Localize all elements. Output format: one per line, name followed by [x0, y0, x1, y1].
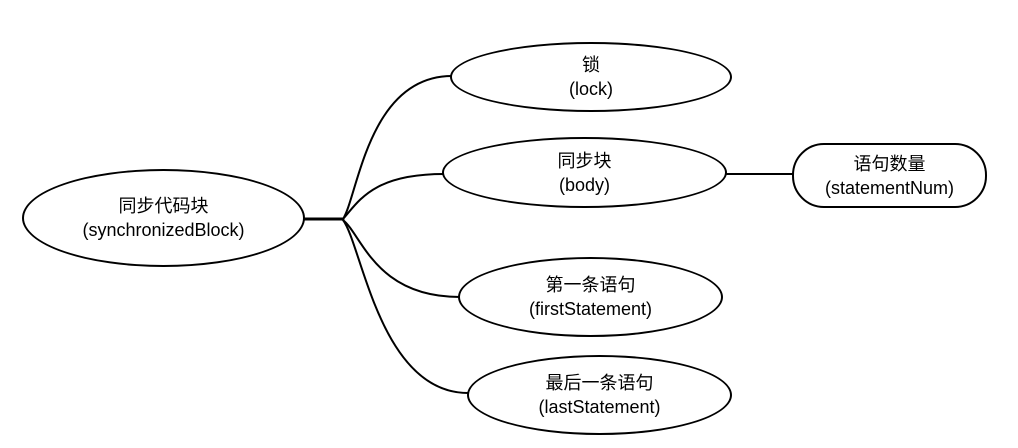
node-synchronized-block[interactable]: 同步代码块 (synchronizedBlock) — [22, 169, 305, 267]
node-body[interactable]: 同步块 (body) — [442, 137, 727, 208]
node-subtitle: (firstStatement) — [528, 299, 653, 319]
node-title: 语句数量 — [853, 153, 926, 174]
node-subtitle: (statementNum) — [824, 177, 955, 198]
node-title: 同步代码块 — [118, 196, 209, 216]
node-statement-num[interactable]: 语句数量 (statementNum) — [792, 143, 987, 208]
node-subtitle: (lock) — [569, 79, 613, 99]
node-first-statement[interactable]: 第一条语句 (firstStatement) — [458, 257, 723, 337]
node-subtitle: (synchronizedBlock) — [82, 220, 245, 240]
node-title: 最后一条语句 — [545, 373, 654, 393]
node-title: 锁 — [582, 55, 600, 75]
node-subtitle: (body) — [558, 174, 611, 195]
connector-to-last-statement — [342, 219, 470, 395]
node-subtitle: (lastStatement) — [538, 397, 661, 417]
node-title: 同步块 — [557, 150, 612, 171]
node-title: 第一条语句 — [545, 275, 636, 295]
node-lock[interactable]: 锁 (lock) — [450, 42, 732, 112]
connector-to-body — [342, 173, 445, 220]
connector-to-lock — [342, 75, 453, 220]
connector-to-first-statement — [342, 219, 461, 298]
node-last-statement[interactable]: 最后一条语句 (lastStatement) — [467, 355, 732, 435]
